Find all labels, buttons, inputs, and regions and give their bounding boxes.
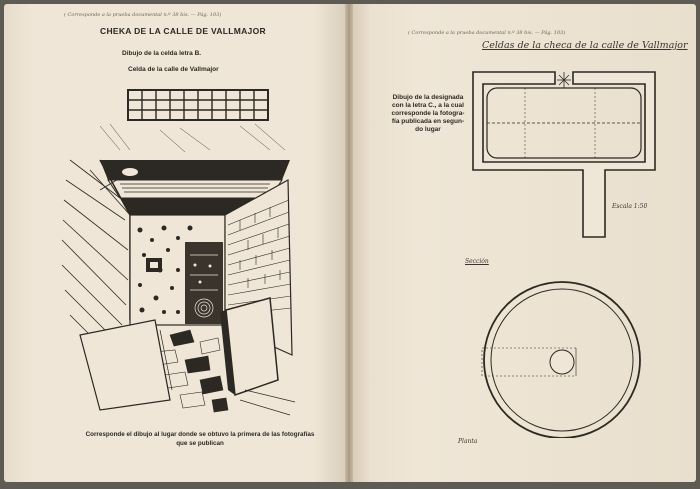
caption-cell-street: Celda de la calle de Vallmajor xyxy=(128,66,219,73)
circular-plan-drawing xyxy=(481,281,641,438)
cell-drawing xyxy=(61,89,296,416)
designation-note: Dibujo de la designada con la letra C., … xyxy=(380,94,476,134)
note-line-5: do lugar xyxy=(415,126,441,133)
right-header-note: ( Corresponde a la prueba documental n.º… xyxy=(408,30,566,36)
section-plan-drawing xyxy=(472,71,656,238)
scale-label: Escala 1:50 xyxy=(612,203,648,210)
note-line-1: Dibujo de la designada xyxy=(392,94,464,101)
section-label: Sección xyxy=(465,258,489,265)
left-header-note: ( Corresponde a la prueba documental n.º… xyxy=(64,12,222,18)
note-line-2: con la letra C., a la cual xyxy=(392,102,464,109)
plan-label: Planta xyxy=(458,438,478,445)
bottom-caption-line1: Corresponde el dibujo al lugar donde se … xyxy=(85,431,315,438)
book-gutter xyxy=(345,4,353,482)
page-title: CHEKA DE LA CALLE DE VALLMAJOR xyxy=(100,26,266,36)
note-line-3: corresponde la fotogra- xyxy=(391,110,465,117)
left-bottom-caption: Corresponde el dibujo al lugar donde se … xyxy=(60,430,340,448)
handwritten-title: Celdas de la checa de la calle de Vallma… xyxy=(482,40,688,51)
note-line-4: fía publicada en segun- xyxy=(391,118,465,125)
bottom-caption-line2: que se publican xyxy=(176,440,224,447)
caption-cell-b: Dibujo de la celda letra B. xyxy=(122,50,202,57)
